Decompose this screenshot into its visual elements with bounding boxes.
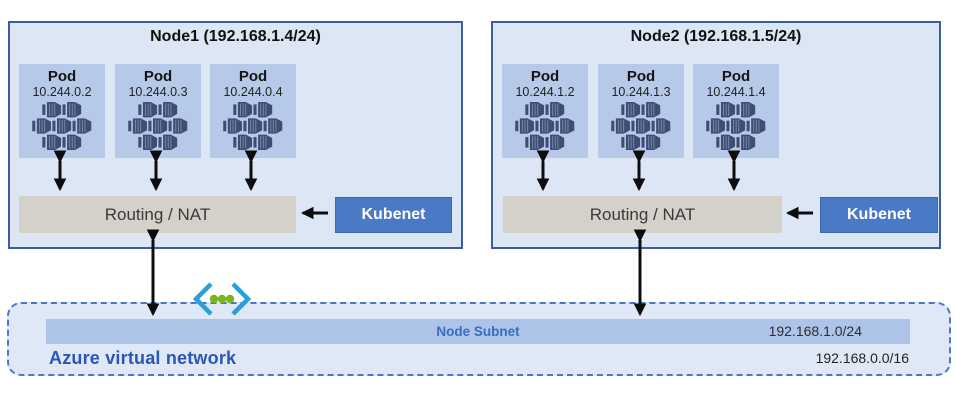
pod-ip: 10.244.0.2 bbox=[32, 85, 92, 99]
kubenet-box: Kubenet bbox=[820, 197, 938, 233]
pod-card: Pod 10.244.0.3 bbox=[115, 64, 201, 158]
pod-label: Pod bbox=[143, 68, 173, 85]
azure-vnet-box: Node Subnet 192.168.1.0/24 192.168.0.0/1… bbox=[7, 302, 951, 376]
container-group-icon bbox=[706, 102, 766, 150]
container-group-icon bbox=[611, 102, 671, 150]
kubenet-box: Kubenet bbox=[335, 197, 452, 233]
node-subnet-label: Node Subnet bbox=[436, 324, 520, 339]
container-group-icon bbox=[128, 102, 188, 150]
pod-card: Pod 10.244.1.2 bbox=[502, 64, 588, 158]
pod-ip: 10.244.0.4 bbox=[223, 85, 283, 99]
pod-card: Pod 10.244.1.3 bbox=[598, 64, 684, 158]
container-group-icon bbox=[515, 102, 575, 150]
node2-box: Node2 (192.168.1.5/24) Pod 10.244.1.2 Po… bbox=[491, 21, 941, 249]
pod-ip: 10.244.1.4 bbox=[706, 85, 766, 99]
pod-label: Pod bbox=[238, 68, 268, 85]
pod-label: Pod bbox=[530, 68, 560, 85]
node2-title: Node2 (192.168.1.5/24) bbox=[630, 28, 802, 45]
pod-ip: 10.244.1.3 bbox=[611, 85, 671, 99]
pod-label: Pod bbox=[721, 68, 751, 85]
pod-card: Pod 10.244.0.2 bbox=[19, 64, 105, 158]
pod-ip: 10.244.1.2 bbox=[515, 85, 575, 99]
pod-card: Pod 10.244.1.4 bbox=[693, 64, 779, 158]
node1-box: Node1 (192.168.1.4/24) Pod 10.244.0.2 Po… bbox=[8, 21, 463, 249]
pod-label: Pod bbox=[626, 68, 656, 85]
pod-ip: 10.244.0.3 bbox=[128, 85, 188, 99]
routing-nat-bar: Routing / NAT bbox=[503, 196, 782, 233]
pod-card: Pod 10.244.0.4 bbox=[210, 64, 296, 158]
node-subnet-cidr: 192.168.1.0/24 bbox=[768, 323, 862, 339]
azure-virtual-network-icon bbox=[192, 282, 252, 316]
vnet-cidr: 192.168.0.0/16 bbox=[815, 350, 909, 366]
container-group-icon bbox=[32, 102, 92, 150]
node1-title: Node1 (192.168.1.4/24) bbox=[150, 28, 321, 45]
pod-label: Pod bbox=[47, 68, 77, 85]
vnet-label: Azure virtual network bbox=[49, 348, 237, 368]
node-subnet-bar: Node Subnet 192.168.1.0/24 bbox=[46, 319, 910, 344]
container-group-icon bbox=[223, 102, 283, 150]
routing-nat-bar: Routing / NAT bbox=[19, 196, 296, 233]
